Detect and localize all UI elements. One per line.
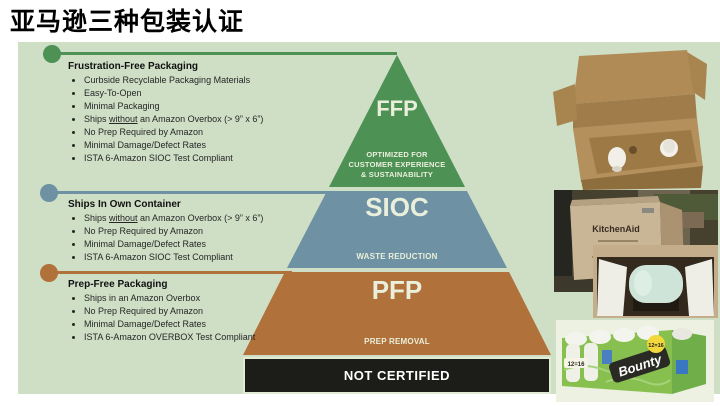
bullet-item: No Prep Required by Amazon <box>84 126 336 139</box>
section-heading: Frustration-Free Packaging <box>68 61 199 72</box>
foam-right <box>685 259 714 316</box>
not-certified-label: NOT CERTIFIED <box>343 368 451 383</box>
bounty-pack-photo: Bounty 12=16 12=16 <box>556 320 714 402</box>
pfp-code-label: PFP <box>371 275 423 305</box>
bullet-item: Minimal Damage/Defect Rates <box>84 238 336 251</box>
bullet-item: Minimal Damage/Defect Rates <box>84 139 336 152</box>
sioc-connector-dot <box>40 184 58 202</box>
bullet-item: Ships in an Amazon Overbox <box>84 292 336 305</box>
bullet-list: Curbside Recyclable Packaging Materials … <box>68 74 336 165</box>
box-lid <box>573 50 695 104</box>
bulb <box>608 147 626 169</box>
bullet-item: Minimal Packaging <box>84 100 336 113</box>
bounty-logo: Bounty <box>609 346 671 383</box>
open-box-illustration <box>553 50 707 190</box>
ffp-open-box-photo <box>545 42 717 190</box>
bullet-item: Easy-To-Open <box>84 87 336 100</box>
section-heading: Ships In Own Container <box>68 199 181 210</box>
sioc-caption: WASTE REDUCTION <box>356 252 438 261</box>
ffp-code-label: FFP <box>376 96 418 121</box>
bulb <box>663 139 675 153</box>
bounty-badge <box>647 335 665 353</box>
sioc-code-label: SIOC <box>365 192 429 222</box>
bounty-illustration: Bounty 12=16 12=16 <box>556 320 714 402</box>
sioc-connector-line <box>49 191 331 194</box>
bullet-item: No Prep Required by Amazon <box>84 225 336 238</box>
section-frustration-free: Frustration-Free Packaging Curbside Recy… <box>68 61 336 165</box>
slide-title: 亚马逊三种包装认证 <box>10 8 245 36</box>
pyramid-level-sioc <box>287 191 507 268</box>
bullet-list: Ships in an Amazon Overbox No Prep Requi… <box>68 292 336 344</box>
bullet-item: Ships without an Amazon Overbox (> 9” x … <box>84 113 336 126</box>
not-certified-bar: NOT CERTIFIED <box>243 357 551 394</box>
ffp-caption: OPTIMIZED FOR CUSTOMER EXPERIENCE & SUST… <box>348 150 446 179</box>
ffp-connector-line <box>52 52 397 55</box>
pfp-connector-line <box>49 271 292 274</box>
bullet-item: ISTA 6-Amazon SIOC Test Compliant <box>84 251 336 264</box>
bullet-item: ISTA 6-Amazon OVERBOX Test Compliant <box>84 331 336 344</box>
pyramid-level-pfp <box>243 272 551 355</box>
bullet-item: Curbside Recyclable Packaging Materials <box>84 74 336 87</box>
mixer-foam-inset-photo <box>593 245 718 318</box>
section-ships-in-own-container: Ships In Own Container Ships without an … <box>68 199 336 264</box>
section-prep-free: Prep-Free Packaging Ships in an Amazon O… <box>68 279 336 344</box>
bounty-badge-text: 12=16 <box>648 343 663 349</box>
section-heading: Prep-Free Packaging <box>68 279 168 290</box>
pfp-caption: PREP REMOVAL <box>364 337 430 346</box>
pfp-connector-dot <box>40 264 58 282</box>
box-front <box>581 166 703 190</box>
foam-left <box>597 259 627 316</box>
bullet-item: Minimal Damage/Defect Rates <box>84 318 336 331</box>
bullet-item: No Prep Required by Amazon <box>84 305 336 318</box>
ffp-connector-dot <box>43 45 61 63</box>
kitchenaid-box-label: KitchenAid <box>592 224 640 234</box>
bullet-list: Ships without an Amazon Overbox (> 9” x … <box>68 212 336 264</box>
bullet-item: Ships without an Amazon Overbox (> 9” x … <box>84 212 336 225</box>
bullet-item: ISTA 6-Amazon SIOC Test Compliant <box>84 152 336 165</box>
bounty-side-badge-text: 12=16 <box>568 362 586 368</box>
foam-inset-illustration <box>593 245 718 318</box>
